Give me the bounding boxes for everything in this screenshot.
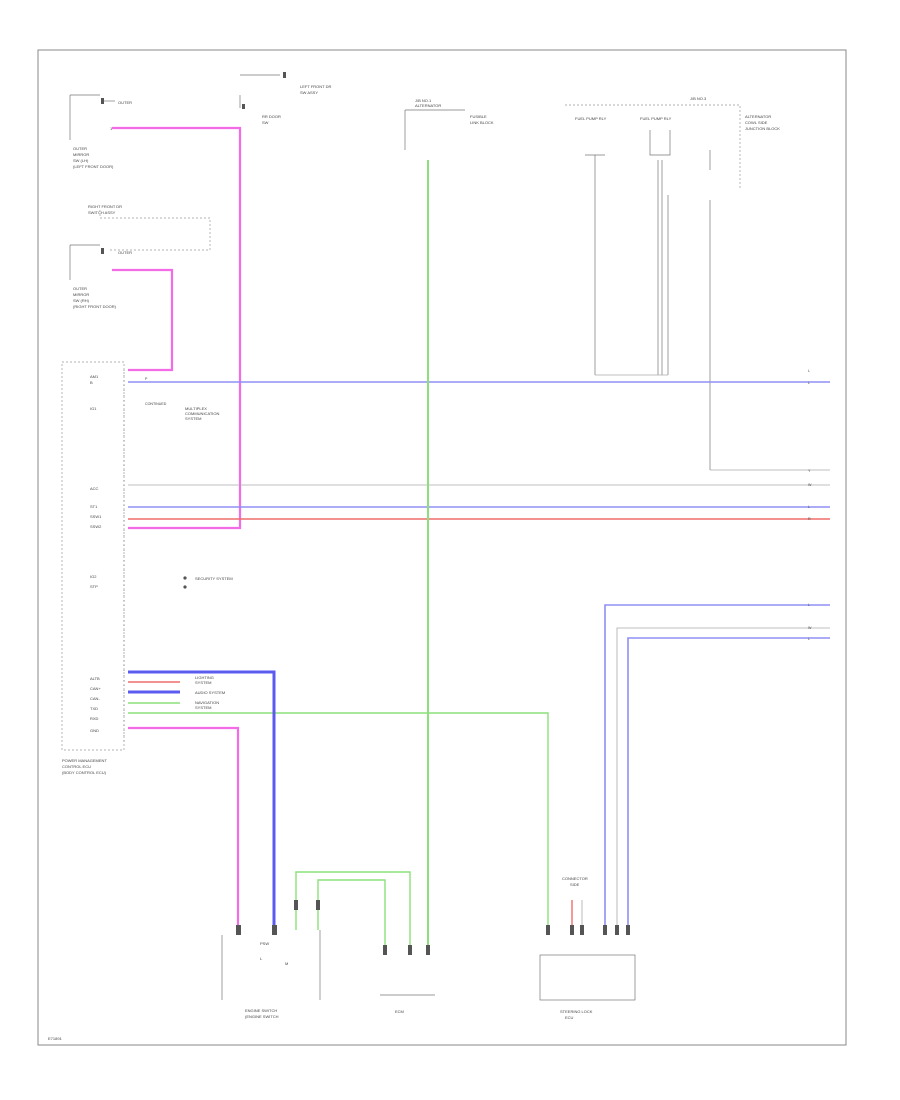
svg-text:SYSTEM: SYSTEM bbox=[185, 416, 201, 421]
svg-text:CONTINUED: CONTINUED bbox=[145, 402, 167, 406]
wire-pink-1 bbox=[112, 126, 242, 530]
svg-text:STEERING LOCK: STEERING LOCK bbox=[560, 1009, 593, 1014]
svg-text:(LEFT FRONT DOOR): (LEFT FRONT DOOR) bbox=[73, 164, 114, 169]
steering-lock-ecu: CONNECTOR SIDE STEERING LOCK ECU bbox=[539, 876, 636, 1020]
wire-blue-r1 bbox=[604, 604, 830, 930]
svg-text:SW (LH): SW (LH) bbox=[73, 158, 89, 163]
junction-block-top: J/B NO.1 ALTERNATOR FUSIBLE LINK BLOCK bbox=[404, 98, 494, 150]
svg-text:NAVIGATION: NAVIGATION bbox=[195, 700, 219, 705]
engine-switch: PSW L M ENGINE SWITCH (ENGINE SWITCH bbox=[221, 925, 288, 1019]
svg-text:L: L bbox=[808, 381, 810, 385]
svg-text:L: L bbox=[808, 603, 810, 607]
svg-text:Y: Y bbox=[808, 469, 811, 473]
svg-text:SYSTEM: SYSTEM bbox=[195, 680, 211, 685]
svg-text:POWER MANAGEMENT: POWER MANAGEMENT bbox=[62, 758, 107, 763]
svg-text:ST1: ST1 bbox=[90, 504, 98, 509]
svg-text:L: L bbox=[260, 956, 263, 961]
svg-text:JUNCTION BLOCK: JUNCTION BLOCK bbox=[745, 126, 780, 131]
ecm-block: ECM bbox=[294, 900, 435, 1014]
svg-text:SWITCH ASSY: SWITCH ASSY bbox=[88, 210, 116, 215]
ecu-side-labels: P CONTINUED MULTIPLEX COMMUNICATION SYST… bbox=[145, 377, 233, 710]
svg-text:STP: STP bbox=[90, 584, 98, 589]
outer-mirror-switch-lh: OUTER 1 OUTER MIRROR SW (LH) (LEFT FRONT… bbox=[69, 94, 132, 169]
svg-text:SW: SW bbox=[262, 120, 269, 125]
svg-text:LINK BLOCK: LINK BLOCK bbox=[470, 120, 494, 125]
svg-text:(RIGHT FRONT DOOR): (RIGHT FRONT DOOR) bbox=[73, 304, 117, 309]
svg-text:ECM: ECM bbox=[395, 1009, 404, 1014]
svg-text:ECU: ECU bbox=[565, 1015, 574, 1020]
svg-text:ALTERNATOR: ALTERNATOR bbox=[745, 114, 771, 119]
svg-text:TXD: TXD bbox=[90, 706, 98, 711]
svg-text:M: M bbox=[285, 961, 288, 966]
svg-text:PSW: PSW bbox=[260, 941, 269, 946]
svg-text:CAN+: CAN+ bbox=[90, 686, 101, 691]
outer-mirror-switch-rh: RIGHT FRONT DR SWITCH ASSY OUTER OUTER M… bbox=[69, 204, 211, 309]
svg-text:W: W bbox=[808, 626, 812, 630]
svg-text:IG2: IG2 bbox=[90, 574, 97, 579]
svg-text:AUDIO SYSTEM: AUDIO SYSTEM bbox=[195, 690, 225, 695]
svg-text:MIRROR: MIRROR bbox=[73, 152, 89, 157]
svg-text:SW ASSY: SW ASSY bbox=[300, 90, 318, 95]
svg-text:LEFT FRONT DR: LEFT FRONT DR bbox=[300, 84, 332, 89]
footer-code: E71891 bbox=[48, 1036, 63, 1041]
svg-text:IG1: IG1 bbox=[90, 406, 97, 411]
svg-text:FUSIBLE: FUSIBLE bbox=[470, 114, 487, 119]
svg-text:RXD: RXD bbox=[90, 716, 99, 721]
wire-green-2 bbox=[128, 712, 549, 930]
svg-text:(ENGINE SWITCH: (ENGINE SWITCH bbox=[245, 1014, 279, 1019]
svg-text:CONNECTOR: CONNECTOR bbox=[562, 876, 588, 881]
svg-text:LIGHTING: LIGHTING bbox=[195, 675, 214, 680]
top-switch-group: LEFT FRONT DR SW ASSY RR DOOR SW bbox=[239, 72, 332, 125]
wire-green-loop-1 bbox=[295, 871, 411, 950]
svg-text:1: 1 bbox=[110, 126, 113, 131]
svg-text:L: L bbox=[808, 637, 810, 641]
svg-text:R: R bbox=[808, 517, 811, 521]
svg-text:OUTER: OUTER bbox=[73, 286, 87, 291]
svg-text:L: L bbox=[808, 505, 810, 509]
svg-text:SW (RH): SW (RH) bbox=[73, 298, 90, 303]
svg-text:OUTER: OUTER bbox=[118, 250, 132, 255]
svg-text:GND: GND bbox=[90, 728, 99, 733]
svg-text:P: P bbox=[145, 377, 148, 381]
svg-text:MIRROR: MIRROR bbox=[73, 292, 89, 297]
power-management-ecu: POWER MANAGEMENT CONTROL ECU (BODY CONTR… bbox=[61, 361, 125, 775]
svg-text:OUTER: OUTER bbox=[73, 146, 87, 151]
svg-text:COMMUNICATION: COMMUNICATION bbox=[185, 411, 219, 416]
svg-text:SYSTEM: SYSTEM bbox=[195, 705, 211, 710]
svg-text:SIDE: SIDE bbox=[570, 882, 580, 887]
svg-text:(BODY CONTROL ECU): (BODY CONTROL ECU) bbox=[62, 770, 107, 775]
svg-text:J/B NO.3: J/B NO.3 bbox=[690, 96, 707, 101]
diagram-frame bbox=[37, 49, 847, 1046]
svg-text:J/B NO.1: J/B NO.1 bbox=[415, 98, 432, 103]
junction-block-right: J/B NO.3 ALTERNATOR COWL SIDE JUNCTION B… bbox=[565, 96, 780, 470]
svg-text:RIGHT FRONT DR: RIGHT FRONT DR bbox=[88, 204, 122, 209]
svg-text:SSW2: SSW2 bbox=[90, 524, 102, 529]
svg-text:L: L bbox=[808, 369, 810, 373]
wire-blue-r2 bbox=[627, 637, 830, 930]
svg-text:COWL SIDE: COWL SIDE bbox=[745, 120, 768, 125]
svg-text:RR DOOR: RR DOOR bbox=[262, 114, 281, 119]
svg-text:B: B bbox=[90, 380, 93, 385]
svg-text:SSW1: SSW1 bbox=[90, 514, 102, 519]
svg-text:FUEL PUMP RLY: FUEL PUMP RLY bbox=[575, 116, 607, 121]
svg-text:MULTIPLEX: MULTIPLEX bbox=[185, 406, 207, 411]
svg-text:CONTROL ECU: CONTROL ECU bbox=[62, 764, 91, 769]
svg-text:AM1: AM1 bbox=[90, 374, 99, 379]
right-edge-tags: L L Y W L R L W L bbox=[808, 369, 812, 641]
svg-text:SECURITY SYSTEM: SECURITY SYSTEM bbox=[195, 576, 233, 581]
svg-text:W: W bbox=[808, 483, 812, 487]
wire-gray-r bbox=[616, 627, 830, 930]
wire-pink-2 bbox=[112, 268, 174, 372]
mirror-lh-label: OUTER bbox=[118, 100, 132, 105]
wire-green-loop-2 bbox=[317, 879, 386, 950]
wire-blue-thick bbox=[128, 670, 276, 930]
wire-pink-3 bbox=[128, 726, 240, 930]
svg-text:FUEL PUMP RLY: FUEL PUMP RLY bbox=[640, 116, 672, 121]
svg-text:ALTERNATOR: ALTERNATOR bbox=[415, 103, 441, 108]
svg-text:CAN-: CAN- bbox=[90, 696, 100, 701]
svg-text:ACC: ACC bbox=[90, 486, 99, 491]
svg-text:ALTB: ALTB bbox=[90, 676, 100, 681]
svg-text:ENGINE SWITCH: ENGINE SWITCH bbox=[245, 1008, 277, 1013]
